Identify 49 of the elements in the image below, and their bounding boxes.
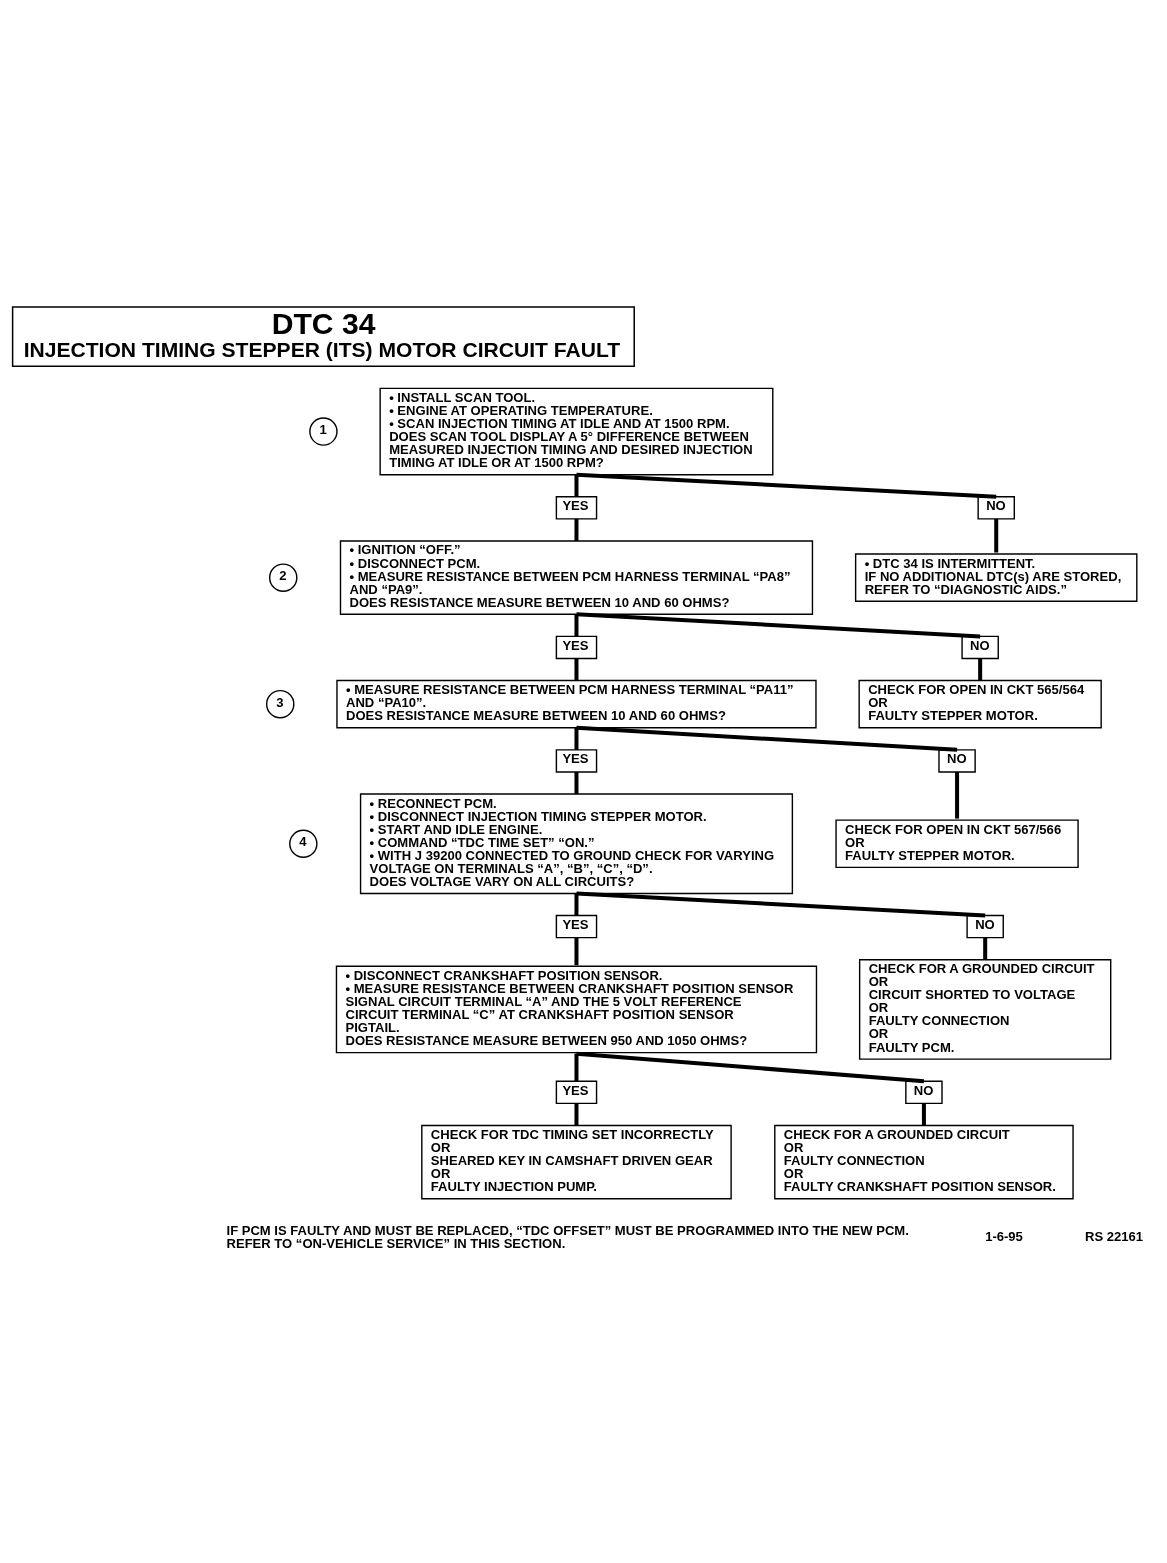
node-box: • DISCONNECT CRANKSHAFT POSITION SENSOR. • MEASURE RESISTANCE BETWEEN CRANKSHAFT POSITION SENSOR SIGNAL CIRCUIT TERMINAL “A” AND THE 5 VOLT REFERENCE CIRCUIT TERMINAL “C” AT CRANKSHAFT POSITION SENSOR PIGTAIL. DOES RESISTANCE MEASURE BETWEEN 950 AND 1050 OHMS? <box>335 965 818 1053</box>
connector <box>921 1102 926 1125</box>
connector <box>576 890 986 918</box>
node-box: • RECONNECT PCM. • DISCONNECT INJECTION TIMING STEPPER MOTOR. • START AND IDLE ENGINE. • COMMAND “TDC TIME SET” “ON.” • WITH J 39200 CONNECTED TO GROUND CHECK FOR VARYING VOLTAGE ON TERMINALS “A”, “B”, “C”, “D”. DOES VOLTAGE VARY ON ALL CIRCUITS? <box>359 792 794 894</box>
node-box: • IGNITION “OFF.” • DISCONNECT PCM. • MEASURE RESISTANCE BETWEEN PCM HARNESS TERMINAL “PA8” AND “PA9”. DOES RESISTANCE MEASURE BETWEEN 10 AND 60 OHMS? <box>339 539 814 615</box>
node-box: CHECK FOR OPEN IN CKT 567/566 OR FAULTY STEPPER MOTOR. <box>835 818 1079 868</box>
node-box: CHECK FOR A GROUNDED CIRCUIT OR CIRCUIT SHORTED TO VOLTAGE OR FAULTY CONNECTION OR FAULTY PCM. <box>858 958 1112 1060</box>
node-box: CHECK FOR TDC TIMING SET INCORRECTLY OR SHEARED KEY IN CAMSHAFT DRIVEN GEAR OR FAULTY INJECTION PUMP. <box>421 1124 732 1199</box>
connector <box>955 771 960 819</box>
connector <box>576 725 958 752</box>
connector <box>576 472 997 499</box>
node-circle: 4 <box>289 829 318 858</box>
node-box: CHECK FOR A GROUNDED CIRCUIT OR FAULTY CONNECTION OR FAULTY CRANKSHAFT POSITION SENSOR. <box>774 1124 1074 1199</box>
node-box: NO <box>938 748 976 773</box>
connector <box>574 892 579 916</box>
connector <box>576 1051 925 1083</box>
connector <box>574 613 579 636</box>
node-box: NO <box>961 635 999 659</box>
label: IF PCM IS FAULTY AND MUST BE REPLACED, “TDC OFFSET” MUST BE PROGRAMMED INTO THE NEW PCM. REFER TO “ON-VEHICLE SERVICE” IN THIS SECTION. <box>226 1222 909 1251</box>
connector <box>574 518 579 541</box>
node-box: NO <box>966 914 1004 938</box>
connector <box>574 658 579 681</box>
connector <box>574 474 579 497</box>
node-box: YES <box>555 635 598 659</box>
connector <box>978 658 983 681</box>
connector <box>983 937 988 960</box>
node-box: NO <box>905 1080 943 1104</box>
node-circle: 1 <box>309 416 338 446</box>
connector <box>574 1053 579 1081</box>
label: 1-6-95 <box>985 1228 1023 1244</box>
node-box: YES <box>555 914 598 938</box>
connector <box>574 937 579 965</box>
connector <box>574 771 579 794</box>
node-box: • MEASURE RESISTANCE BETWEEN PCM HARNESS TERMINAL “PA11” AND “PA10”. DOES RESISTANCE MEASURE BETWEEN 10 AND 60 OHMS? <box>336 679 817 728</box>
connector <box>574 727 579 750</box>
connector <box>994 518 999 553</box>
connector <box>576 611 981 638</box>
node-box: • DTC 34 IS INTERMITTENT. IF NO ADDITIONAL DTC(s) ARE STORED, REFER TO “DIAGNOSTIC AIDS.” <box>854 552 1138 602</box>
connector <box>574 1102 579 1125</box>
node-box: DTC 34 INJECTION TIMING STEPPER (ITS) MOTOR CIRCUIT FAULT <box>11 305 635 367</box>
node-box: CHECK FOR OPEN IN CKT 565/564 OR FAULTY STEPPER MOTOR. <box>858 679 1102 728</box>
node-box: YES <box>555 748 598 773</box>
node-circle: 2 <box>269 562 298 592</box>
node-box: YES <box>555 495 598 520</box>
node-circle: 3 <box>265 689 295 718</box>
node-box: • INSTALL SCAN TOOL. • ENGINE AT OPERATING TEMPERATURE. • SCAN INJECTION TIMING AT IDLE AND AT 1500 RPM. DOES SCAN TOOL DISPLAY A 5° DIFFERENCE BETWEEN MEASURED INJECTION TIMING AND DESIRED INJECTION TIMING AT IDLE OR AT 1500 RPM? <box>379 387 774 475</box>
node-box: NO <box>977 495 1015 520</box>
node-box: YES <box>555 1080 598 1104</box>
label: RS 22161 <box>1085 1228 1144 1244</box>
